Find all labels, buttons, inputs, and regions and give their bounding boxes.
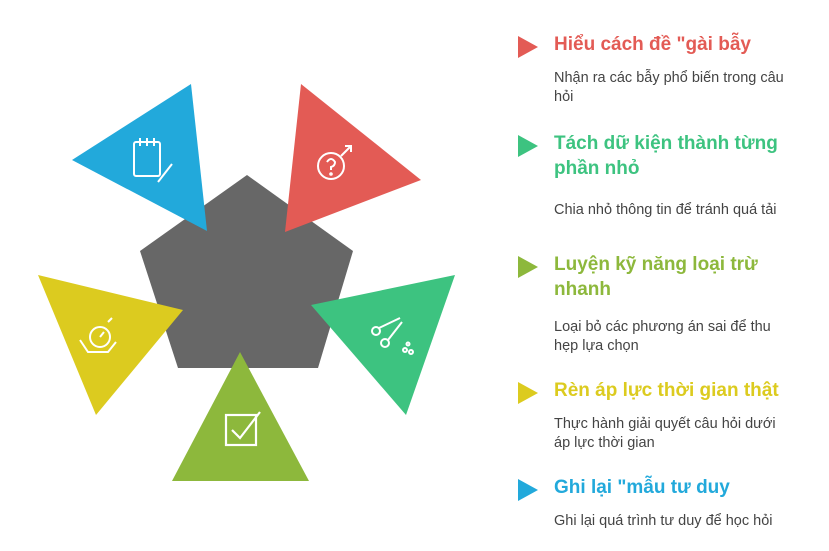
item-desc: Chia nhỏ thông tin để tránh quá tải (554, 202, 777, 218)
legend-item-3: Luyện kỹ năng loại trừ nhanh Loại bỏ các… (518, 252, 808, 356)
triangle-blue (72, 84, 207, 231)
arrow-icon (518, 479, 538, 501)
item-title: Ghi lại "mẫu tư duy (554, 477, 730, 498)
item-title: Hiểu cách đề "gài bẫy (554, 34, 751, 55)
stopwatch-hand-icon (79, 317, 117, 353)
item-title: Luyện kỹ năng loại trừ nhanh (554, 254, 758, 300)
legend-item-5: Ghi lại "mẫu tư duy Ghi lại quá trình tư… (518, 475, 808, 531)
triangle-green (311, 275, 455, 415)
question-target-icon (317, 145, 352, 180)
arrow-icon (518, 256, 538, 278)
item-title: Tách dữ kiện thành từng phần nhỏ (554, 133, 778, 179)
triangle-yellow (38, 275, 183, 415)
triangle-olive (172, 352, 309, 481)
item-desc: Ghi lại quá trình tư duy để học hỏi (554, 513, 773, 529)
arrow-icon (518, 382, 538, 404)
item-desc: Thực hành giải quyết câu hỏi dưới áp lực… (554, 416, 776, 451)
legend-item-1: Hiểu cách đề "gài bẫy Nhận ra các bẫy ph… (518, 32, 808, 107)
item-desc: Nhận ra các bẫy phổ biến trong câu hỏi (554, 70, 784, 105)
notepad-pencil-icon (133, 138, 173, 183)
item-title: Rèn áp lực thời gian thật (554, 380, 779, 401)
legend-item-4: Rèn áp lực thời gian thật Thực hành giải… (518, 378, 808, 453)
arrow-icon (518, 135, 538, 157)
triangle-red (285, 84, 421, 232)
checkbox-icon (224, 411, 261, 447)
arrow-icon (518, 36, 538, 58)
scissors-icon (371, 317, 414, 355)
item-desc: Loại bỏ các phương án sai để thu hẹp lựa… (554, 319, 771, 354)
legend-item-2: Tách dữ kiện thành từng phần nhỏ Chia nh… (518, 131, 808, 220)
